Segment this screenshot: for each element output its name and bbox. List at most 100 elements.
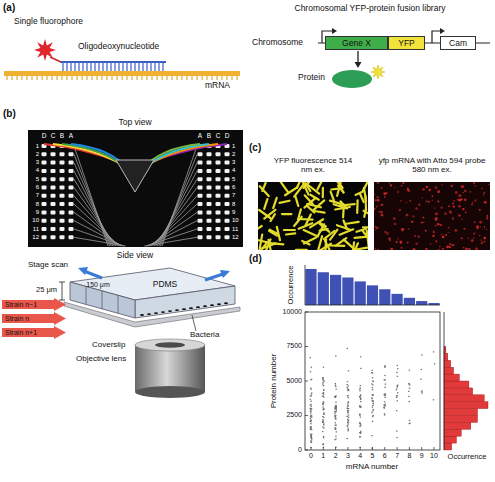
row-number: 1 <box>232 143 235 150</box>
data-point <box>323 392 324 393</box>
mrna-spot <box>389 240 391 242</box>
mrna-base <box>112 76 113 80</box>
cell-rod <box>330 244 345 247</box>
data-point <box>322 422 323 423</box>
histogram-bar <box>444 443 452 450</box>
mrna-spot <box>402 182 404 184</box>
data-point <box>409 388 410 389</box>
well <box>69 219 74 223</box>
mrna-base <box>102 76 103 80</box>
data-point <box>372 395 373 396</box>
x-tick <box>311 447 312 450</box>
data-point <box>310 427 311 428</box>
x-tick <box>409 447 410 450</box>
panel-label: (d) <box>249 253 262 264</box>
panel-title: yfp mRNA with Atto 594 probe 580 nm ex. <box>378 157 486 175</box>
data-point <box>347 425 348 426</box>
mrna-spot <box>452 217 454 219</box>
mrna-base <box>162 76 163 80</box>
mrna-spot <box>380 211 382 213</box>
yfp-star <box>371 65 385 79</box>
data-point <box>384 367 385 368</box>
histogram-bar <box>330 275 341 305</box>
mrna-spot <box>455 191 458 194</box>
histogram-bar <box>416 301 427 305</box>
mrna-spot <box>376 205 378 207</box>
bacterium <box>196 306 200 308</box>
data-point <box>360 407 361 408</box>
cell-rod <box>322 188 324 197</box>
mrna-spot <box>441 234 442 235</box>
well <box>225 210 230 214</box>
data-point <box>322 378 323 379</box>
data-point <box>347 381 348 382</box>
oligo-base <box>142 62 143 71</box>
mrna-spot <box>481 188 483 190</box>
fluorophore-linker <box>50 57 61 62</box>
data-point <box>323 414 324 415</box>
mrna-spot <box>426 186 428 188</box>
axis-line <box>305 265 306 305</box>
well <box>60 169 65 173</box>
data-point <box>433 399 434 400</box>
well <box>42 186 47 190</box>
mrna-spot <box>439 246 441 248</box>
bacterium <box>189 307 193 309</box>
gene-box: Cam <box>440 36 476 50</box>
data-point <box>310 379 311 380</box>
data-point <box>372 370 373 371</box>
mrna-spot <box>473 232 475 234</box>
well <box>42 219 47 223</box>
data-point <box>359 396 360 397</box>
well <box>207 194 212 198</box>
expression-arrowhead <box>355 62 362 68</box>
data-point <box>384 405 385 406</box>
data-point <box>384 375 385 376</box>
mrna-base <box>12 76 13 80</box>
mrna-spot <box>393 217 395 219</box>
data-point <box>323 367 324 368</box>
data-point <box>310 421 311 422</box>
cell-rod <box>296 249 307 250</box>
fan-channel <box>146 229 197 246</box>
row-number: 8 <box>36 201 39 208</box>
oligo-base <box>134 62 135 71</box>
data-point <box>348 389 349 390</box>
mrna-spot <box>461 237 463 239</box>
data-point <box>335 395 336 396</box>
mrna-spot <box>475 248 478 250</box>
mrna-spot <box>400 200 402 202</box>
mrna-base <box>197 76 198 80</box>
data-point <box>396 431 397 432</box>
mrna-spot <box>376 226 379 229</box>
mrna-spot <box>414 235 416 237</box>
well <box>42 210 47 214</box>
mrna-spot <box>388 237 391 240</box>
cell-rod <box>304 230 318 237</box>
mrna-spot <box>432 199 433 200</box>
text-label: Strain n <box>5 315 29 323</box>
bacterium <box>217 303 221 305</box>
data-point <box>335 402 336 403</box>
data-point <box>360 395 361 396</box>
data-point <box>359 390 360 391</box>
row-number: 5 <box>36 176 39 183</box>
mrna-spot <box>453 205 455 207</box>
data-point <box>334 416 335 417</box>
data-point <box>311 367 312 368</box>
data-point <box>409 401 410 402</box>
data-point <box>335 385 336 386</box>
mrna-spot <box>379 211 381 213</box>
data-point <box>359 415 360 416</box>
mrna-spot <box>441 207 443 209</box>
data-point <box>347 419 348 420</box>
data-point <box>311 435 312 436</box>
row-number: 7 <box>36 192 39 199</box>
mrna-spot <box>453 200 455 202</box>
well <box>216 177 221 181</box>
well <box>225 169 230 173</box>
data-point <box>360 425 361 426</box>
data-point <box>323 409 324 410</box>
data-point <box>359 437 360 438</box>
data-point <box>335 386 336 387</box>
